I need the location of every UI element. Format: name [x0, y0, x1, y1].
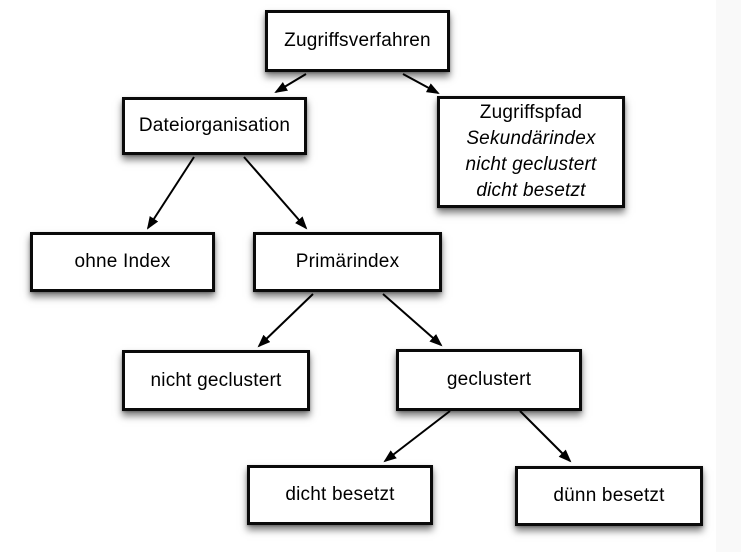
edge-dateiorganisation-ohne-index [146, 156, 195, 230]
edge-primaerindex-geclustert [382, 293, 443, 347]
node-label: nicht geclustert [150, 369, 282, 391]
node-nicht-geclustert: nicht geclustert [122, 350, 310, 411]
node-label: dünn besetzt [553, 485, 665, 506]
node-duenn-besetzt: dünn besetzt [515, 466, 703, 526]
edge-geclustert-duenn-besetzt [519, 410, 572, 463]
edge-dateiorganisation-primaerindex [243, 156, 308, 230]
node-label: dicht besetzt [285, 484, 395, 505]
node-ohne-index: ohne Index [30, 232, 215, 292]
node-label-line-3: nicht geclustert [465, 154, 597, 175]
edge-zugriffsverfahren-zugriffspfad [402, 73, 440, 94]
node-zugriffsverfahren: Zugriffsverfahren [265, 10, 450, 72]
node-label-line-1: Zugriffspfad [479, 102, 583, 123]
node-label-line-4: dicht besetzt [476, 180, 586, 201]
node-label: Dateiorganisation [138, 115, 291, 136]
edge-geclustert-dicht-besetzt [383, 410, 451, 463]
node-label: geclustert [446, 369, 532, 390]
page-right-margin-strip [716, 0, 741, 552]
node-primaerindex: Primärindex [253, 232, 442, 292]
node-label: Zugriffsverfahren [284, 30, 431, 51]
edge-zugriffsverfahren-dateiorganisation [274, 73, 307, 94]
node-label: ohne Index [74, 251, 171, 272]
node-dicht-besetzt: dicht besetzt [247, 465, 433, 525]
node-dateiorganisation: Dateiorganisation [122, 97, 307, 155]
edge-primaerindex-nicht-geclustert [257, 293, 314, 348]
node-label: Primärindex [295, 251, 400, 272]
node-geclustert: geclustert [396, 349, 582, 411]
node-zugriffspfad: Zugriffspfad Sekundärindex nicht geclust… [437, 96, 625, 208]
node-label-line-2: Sekundärindex [466, 128, 596, 149]
